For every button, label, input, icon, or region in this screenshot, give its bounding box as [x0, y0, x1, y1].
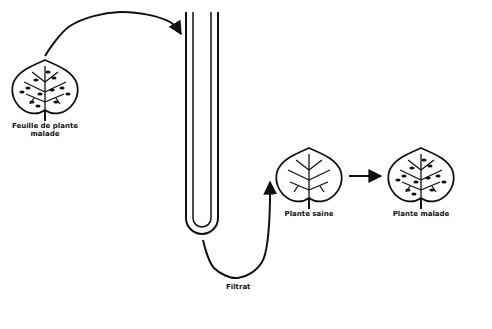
- leaf-vein: [400, 170, 421, 180]
- disease-spot: [29, 100, 34, 103]
- disease-spot: [401, 174, 406, 177]
- leaf-vein: [308, 154, 309, 198]
- leaf-outline: [388, 148, 453, 201]
- leaf-node: Plante malade: [384, 146, 458, 218]
- disease-spot: [37, 92, 42, 95]
- leaf-node: Plante saine: [272, 146, 346, 218]
- edge-label: Filtrat: [224, 283, 252, 291]
- arrow-connector: [45, 12, 270, 278]
- leaf-label: Plante saine: [272, 210, 346, 218]
- leaf-label: Plante malade: [384, 210, 458, 218]
- arrow-connector: [349, 176, 381, 177]
- leaf-stem: [420, 198, 422, 209]
- disease-spot: [395, 178, 400, 181]
- leaf-drawing: [272, 146, 346, 210]
- leaf-drawing: [384, 146, 458, 210]
- disease-spot: [35, 104, 40, 107]
- leaf-stem: [308, 198, 310, 209]
- leaf-vein: [408, 160, 421, 170]
- leaf-vein: [288, 170, 309, 180]
- arrow-line: [203, 182, 270, 278]
- leaf-vein: [30, 98, 34, 104]
- disease-spot: [413, 180, 418, 183]
- leaf-label: Feuille de plante malade: [8, 122, 82, 138]
- leaf-outline: [276, 148, 341, 201]
- arrow-line: [349, 175, 381, 177]
- disease-spot: [19, 90, 24, 93]
- filter-tube: [186, 12, 218, 234]
- leaf-vein: [44, 66, 45, 110]
- leaf-stem: [44, 110, 46, 121]
- disease-spot: [25, 86, 30, 89]
- leaf-vein: [309, 170, 330, 180]
- disease-spot: [33, 78, 38, 81]
- disease-spot: [59, 86, 64, 89]
- disease-spot: [429, 188, 434, 191]
- leaf-vein: [26, 94, 45, 102]
- arrow-line: [45, 12, 181, 56]
- leaf-vein: [421, 160, 434, 170]
- disease-spot: [421, 158, 426, 161]
- disease-spot: [45, 70, 50, 73]
- disease-spot: [427, 164, 432, 167]
- leaf-node: Feuille de plante malade: [8, 58, 82, 138]
- leaf-drawing: [8, 58, 82, 122]
- leaf-vein: [294, 186, 298, 192]
- leaf-vein: [420, 154, 421, 198]
- leaf-vein: [296, 160, 309, 170]
- disease-spot: [411, 192, 416, 195]
- disease-spot: [409, 166, 414, 169]
- leaf-vein: [309, 160, 322, 170]
- disease-spot: [435, 174, 440, 177]
- tube-outer: [186, 12, 218, 234]
- disease-spot: [53, 100, 58, 103]
- disease-spot: [441, 180, 446, 183]
- leaf-vein: [406, 186, 410, 192]
- leaf-vein: [290, 182, 309, 190]
- leaf-vein: [320, 186, 324, 192]
- leaf-outline: [12, 60, 77, 113]
- disease-spot: [425, 176, 430, 179]
- disease-spot: [49, 88, 54, 91]
- leaf-vein: [309, 182, 328, 190]
- leaf-vein: [402, 182, 421, 190]
- disease-spot: [405, 188, 410, 191]
- tube-inner: [193, 12, 211, 227]
- leaf-vein: [24, 82, 45, 92]
- leaf-vein: [45, 82, 66, 92]
- leaf-vein: [421, 170, 442, 180]
- disease-spot: [51, 76, 56, 79]
- leaf-vein: [32, 72, 45, 82]
- disease-spot: [65, 92, 70, 95]
- leaf-vein: [45, 72, 58, 82]
